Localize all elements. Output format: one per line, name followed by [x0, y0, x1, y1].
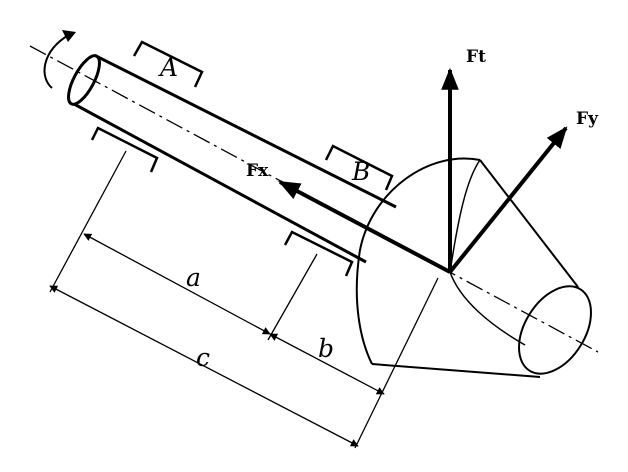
shaft-top-edge [95, 54, 397, 209]
dim-b-label: b [318, 334, 334, 363]
gear-inner-curve-2 [449, 271, 526, 346]
shaft [67, 54, 397, 264]
rotation-arrow-icon [43, 30, 76, 89]
force-fy-arrow [448, 126, 568, 274]
gear-bottom-cone-edge [371, 363, 541, 378]
gear-small-face [518, 285, 592, 375]
bearing-a-lower [90, 126, 159, 173]
shaft-bottom-edge [73, 102, 367, 264]
bevel-gear [355, 157, 592, 378]
gear-inner-curve-1 [449, 159, 481, 273]
forces [278, 67, 568, 274]
dim-a-line [83, 233, 271, 335]
force-fy-label: Fy [576, 109, 599, 129]
force-fx-arrow [278, 180, 451, 274]
bearing-a-label: A [158, 53, 178, 82]
dim-c-line [49, 285, 359, 447]
shaft-end [67, 54, 101, 106]
dimension-lines [49, 233, 385, 447]
force-fx-label: Fx [246, 161, 269, 181]
gear-top-cone-edge [479, 159, 579, 288]
bearing-b-lower [283, 230, 354, 277]
dim-a-label: a [186, 263, 201, 292]
bearing-b [324, 144, 394, 191]
bearing-a [132, 40, 204, 88]
gear-back-face [355, 157, 481, 365]
force-ft-label: Ft [466, 47, 486, 67]
dim-c-label: c [196, 343, 210, 372]
bearing-b-label: B [351, 157, 370, 186]
